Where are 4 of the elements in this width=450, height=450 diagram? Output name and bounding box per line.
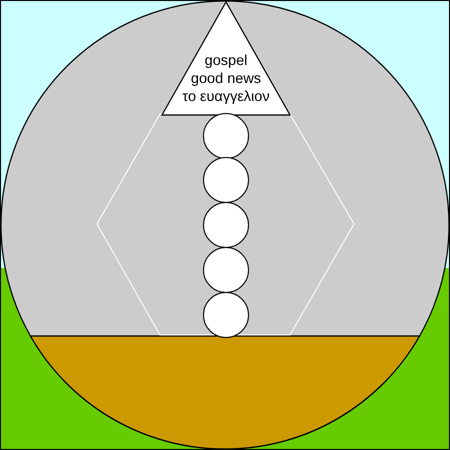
term-label: good news: [190, 70, 262, 88]
term-label: το ευαγγελιον: [182, 88, 270, 106]
triangle-node: [161, 1, 291, 116]
term-label: gospel: [204, 52, 248, 70]
